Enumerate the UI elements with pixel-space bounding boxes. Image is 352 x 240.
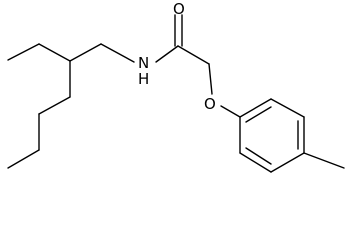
bond-ethyl-ch3 [7, 43, 40, 61]
bond-ring-double-1 [245, 106, 272, 123]
bond-oether-ring [220, 105, 241, 118]
bond-carbonyl-ch2 [177, 45, 210, 65]
bond-n-carbonyl [155, 45, 179, 63]
bond-ring-methyl [303, 152, 345, 169]
bond-butyl-4 [7, 149, 40, 169]
atom-label-carbonyl-oxygen: O [173, 0, 185, 18]
bond-ch2-n [100, 43, 135, 63]
bond-ring-double-3 [245, 147, 272, 165]
atom-label-amide-hydrogen: H [138, 70, 149, 88]
bond-ring-2 [270, 98, 305, 118]
atom-label-amide-nitrogen: N [138, 54, 149, 72]
bond-butyl-2 [38, 96, 71, 115]
bond-ch2-oether [208, 63, 213, 95]
bond-ethyl-ch2 [38, 43, 71, 62]
bond-ring-5 [239, 152, 272, 173]
bond-branch-ch2n [69, 43, 102, 62]
structure-canvas: O N H O [7, 0, 345, 173]
atom-label-ether-oxygen: O [204, 95, 216, 113]
molecule-structure: O N H O [7, 0, 345, 173]
bond-ring-1 [239, 98, 272, 118]
bond-ring-4 [270, 152, 305, 173]
